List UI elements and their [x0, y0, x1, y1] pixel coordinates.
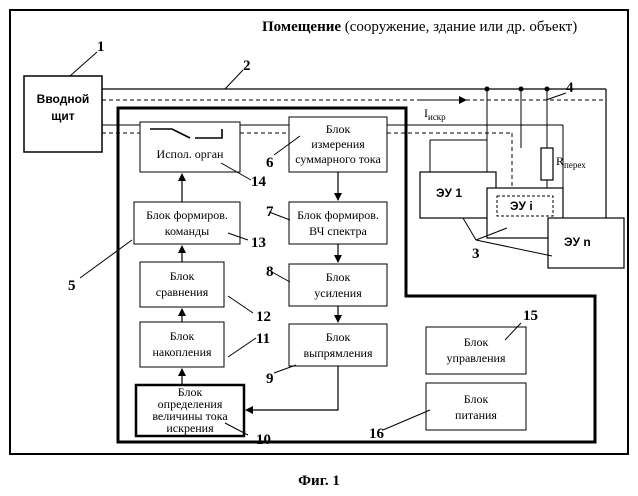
- ref-number-13: 13: [251, 235, 266, 251]
- formirov-vch-line2: ВЧ спектра: [309, 224, 367, 238]
- pitaniya-line1: Блок: [464, 392, 489, 406]
- vvodnoy-shchit-line1: Вводной: [37, 92, 90, 106]
- nakopleniya-line1: Блок: [170, 329, 195, 343]
- figure-caption: Фиг. 1: [298, 473, 340, 489]
- sravneniya-line1: Блок: [170, 269, 195, 283]
- vypryamleniya-line1: Блок: [326, 330, 351, 344]
- eui-label: ЭУ i: [510, 199, 533, 213]
- room-title: Помещение (сооружение, здание или др. об…: [262, 19, 577, 35]
- formirov-vch-line1: Блок формиров.: [297, 208, 379, 222]
- ref-number-9: 9: [266, 371, 274, 387]
- ref-number-16: 16: [369, 426, 385, 442]
- ref-number-5: 5: [68, 278, 76, 294]
- pitaniya-block: [426, 383, 526, 430]
- ref-number-4: 4: [566, 80, 574, 96]
- resistor-label: Rперех: [556, 154, 586, 170]
- opredeleniya-line4: искрения: [166, 421, 214, 435]
- resistor: [541, 148, 553, 180]
- ref-number-14: 14: [251, 174, 267, 190]
- eu1-label: ЭУ 1: [436, 186, 462, 200]
- formirov-komandy-line2: команды: [165, 224, 209, 238]
- izmereniya-line3: суммарного тока: [295, 152, 381, 166]
- ref-number-10: 10: [256, 432, 271, 448]
- formirov-komandy-line1: Блок формиров.: [146, 208, 228, 222]
- ref-number-12: 12: [256, 309, 271, 325]
- izmereniya-line2: измерения: [311, 137, 365, 151]
- vvodnoy-shchit-line2: щит: [51, 109, 75, 123]
- ref-number-6: 6: [266, 155, 274, 171]
- ispol-organ-label: Испол. орган: [157, 147, 224, 161]
- ref-number-2: 2: [243, 58, 251, 74]
- pitaniya-line2: питания: [455, 408, 497, 422]
- current-label: Iискр: [424, 106, 446, 122]
- ref-number-8: 8: [266, 264, 274, 280]
- ref-number-11: 11: [256, 331, 270, 347]
- upravleniya-line1: Блок: [464, 335, 489, 349]
- izmereniya-line1: Блок: [326, 122, 351, 136]
- eun-label: ЭУ n: [564, 235, 591, 249]
- ref-number-7: 7: [266, 204, 274, 220]
- vypryamleniya-line2: выпрямления: [304, 346, 373, 360]
- nakopleniya-line2: накопления: [152, 345, 212, 359]
- ref-number-1: 1: [97, 39, 105, 55]
- usileniya-line1: Блок: [326, 270, 351, 284]
- upravleniya-line2: управления: [447, 351, 506, 365]
- usileniya-line2: усиления: [314, 286, 362, 300]
- ref-number-15: 15: [523, 308, 538, 324]
- sravneniya-line2: сравнения: [156, 285, 209, 299]
- ref-number-3: 3: [472, 246, 480, 262]
